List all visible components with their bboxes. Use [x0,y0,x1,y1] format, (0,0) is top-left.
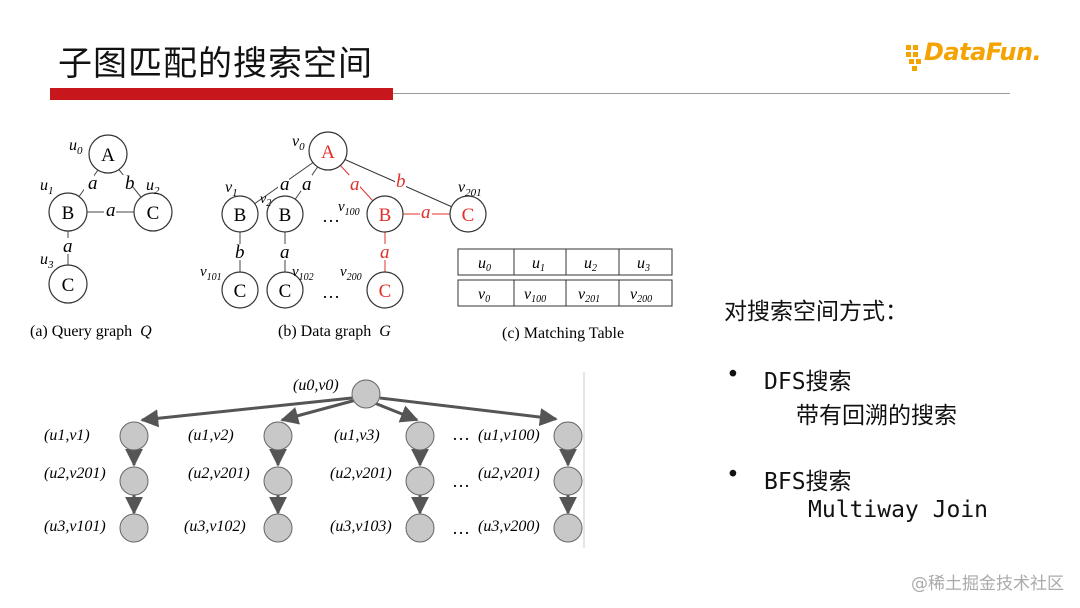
data-graph: a a a b a b a a A v0 B v1 B v2 … [200,131,487,340]
matching-table: u0 u1 u2 u3 v0 v100 v201 v200 (c) Matchi… [457,248,673,342]
matching-table-caption: (c) Matching Table [502,325,624,342]
svg-text:u2: u2 [146,177,160,197]
table-cell: v100 [524,286,546,305]
svg-text:C: C [462,205,475,226]
q-node-u3: C u3 [40,251,88,304]
watermark: @稀土掘金技术社区 [911,574,1064,594]
page-title: 子图匹配的搜索空间 [58,44,373,84]
d-edge-label: b [396,171,406,192]
d-node-v100: B v100 [338,195,404,233]
svg-text:C: C [234,281,247,302]
tree-label: (u2,v201) [188,465,250,482]
d-edge-label: a [280,242,290,263]
table-cell: u1 [532,255,545,274]
tree-root-label: (u0,v0) [293,377,339,394]
svg-text:B: B [279,205,292,226]
tree-ellipsis: … [452,518,470,538]
q-node-u1: B u1 [40,177,88,232]
svg-text:v100: v100 [338,199,360,218]
d-node-v102: C v102 [266,264,314,309]
bullet-icon: • [726,462,740,488]
d-node-v200: C v200 [340,264,404,309]
svg-text:A: A [101,145,115,166]
d-edge-label: a [380,242,390,263]
svg-text:v200: v200 [340,264,362,283]
svg-text:C: C [379,281,392,302]
svg-text:u0: u0 [69,137,83,157]
tree-label: (u2,v201) [478,465,540,482]
svg-text:u3: u3 [40,251,54,271]
tree-label: (u2,v201) [44,465,106,482]
d-edge-label: a [350,174,360,195]
query-graph: a b a a A u0 B u1 C u2 C u3 (a) Query gr… [30,134,173,340]
svg-text:C: C [147,203,160,224]
d-node-v201: C v201 [449,179,487,233]
table-cell: v200 [630,286,652,305]
svg-text:C: C [62,275,75,296]
bfs-label: BFS搜索 [764,469,852,495]
svg-text:B: B [234,205,247,226]
d-node-v1: B v1 [221,179,259,233]
svg-text:v102: v102 [292,264,314,283]
svg-text:B: B [62,203,75,224]
d-ellipsis: … [322,282,340,302]
svg-text:v2: v2 [260,192,271,209]
dfs-label: DFS搜索 [764,369,852,395]
tree-label: (u1,v1) [44,427,90,444]
svg-text:A: A [321,142,335,163]
d-edge-label: b [235,242,245,263]
tree-root-node [351,379,381,409]
d-edge-label: a [421,202,431,223]
title-divider [393,93,1010,94]
svg-text:u1: u1 [40,177,54,197]
d-edge-label: a [280,174,290,195]
q-node-u2: C u2 [133,177,173,232]
svg-text:v0: v0 [292,133,305,153]
d-node-v101: C v101 [200,264,259,309]
brand-name: DataFun. [924,38,1042,66]
table-cell: u3 [637,255,650,274]
q-edge-label: a [63,236,73,257]
tree-label: (u2,v201) [330,465,392,482]
q-edge-label: a [88,173,98,194]
svg-text:v201: v201 [458,179,482,199]
q-node-u0: A u0 [69,134,128,174]
d-edge-label: a [302,174,312,195]
q-edge-label: a [106,200,116,221]
tree-label: (u3,v102) [184,518,246,535]
d-ellipsis: … [322,206,340,226]
tree-label: (u3,v103) [330,518,392,535]
table-cell: u0 [478,255,491,274]
search-methods-heading: 对搜索空间方式： [724,299,908,325]
svg-text:C: C [279,281,292,302]
tree-label: (u1,v3) [334,427,380,444]
svg-text:v1: v1 [225,179,238,199]
tree-ellipsis: … [452,424,470,444]
table-cell: v201 [578,286,600,305]
svg-text:B: B [379,205,392,226]
dfs-detail: 带有回溯的搜索 [796,403,957,429]
search-tree: (u0,v0) (u1,v1) (u2,v201) (u3,v101) (u1,… [44,372,585,548]
tree-label: (u3,v101) [44,518,106,535]
table-cell: v0 [478,286,490,305]
bullet-icon: • [726,362,740,388]
bfs-detail: Multiway Join [808,497,989,523]
tree-label: (u3,v200) [478,518,540,535]
q-edge-label: b [125,173,135,194]
table-cell: u2 [584,255,597,274]
title-accent-bar [50,88,393,100]
d-node-v0: A v0 [292,131,348,171]
d-node-v2: B v2 [260,192,304,233]
tree-label: (u1,v2) [188,427,234,444]
svg-text:v101: v101 [200,264,222,283]
tree-label: (u1,v100) [478,427,540,444]
tree-ellipsis: … [452,471,470,491]
